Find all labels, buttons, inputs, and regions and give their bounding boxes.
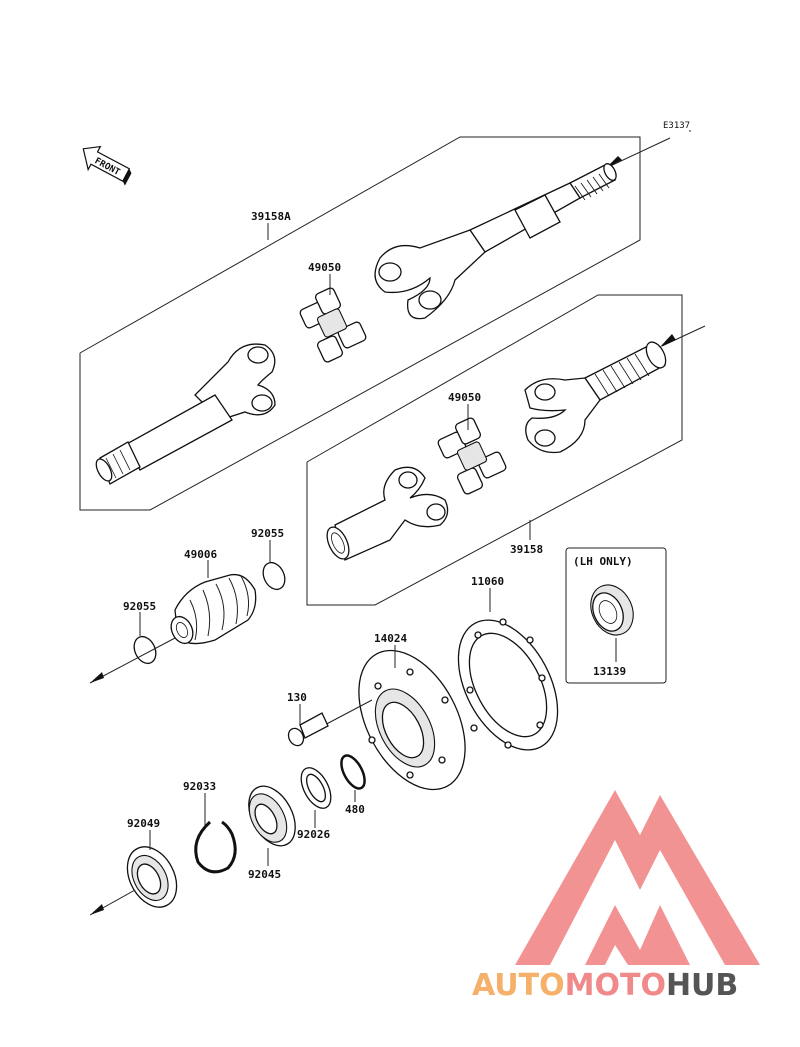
part-label-13139: 13139	[593, 665, 626, 678]
universal-joint-lower	[437, 417, 507, 495]
part-label-49006: 49006	[184, 548, 217, 561]
washer-92026	[300, 767, 332, 809]
watermark-logo-shape	[515, 790, 760, 965]
part-label-92033: 92033	[183, 780, 216, 793]
part-label-39158: 39158	[510, 543, 543, 556]
bearing-92045	[248, 785, 296, 847]
watermark-logo	[515, 790, 760, 965]
watermark-brand-auto: AUTO	[472, 968, 565, 1003]
leader-lines	[139, 223, 531, 866]
o-ring-92055-upper	[262, 561, 286, 591]
part-label-92045: 92045	[248, 868, 281, 881]
watermark-logo-inner	[585, 905, 690, 965]
shaft-lower-yoke	[326, 466, 449, 561]
shaft-upper-yoke	[95, 343, 276, 485]
assembly-box-39158a	[79, 136, 641, 511]
snap-ring-480	[340, 754, 366, 790]
part-label-480: 480	[345, 803, 365, 816]
o-ring-92055-lower	[133, 635, 157, 665]
housing-14024	[358, 649, 466, 791]
assembly-box-39158	[306, 294, 683, 606]
part-label-11060: 11060	[471, 575, 504, 588]
bolt-130	[287, 699, 373, 747]
gasket-11060	[457, 618, 559, 751]
part-label-14024: 14024	[374, 632, 407, 645]
universal-joint-upper	[299, 287, 367, 363]
part-label-92055-lower: 92055	[123, 600, 156, 613]
watermark-brand-hub: HUB	[666, 968, 738, 1003]
part-label-39158a: 39158A	[251, 210, 291, 223]
watermark-brand: AUTOMOTOHUB	[472, 968, 738, 1003]
part-label-49050-lower: 49050	[448, 391, 481, 404]
circlip-92033	[194, 820, 237, 874]
part-label-92026: 92026	[297, 828, 330, 841]
front-arrow-icon: FRONT	[82, 145, 132, 186]
diagram-code: E3137	[663, 121, 690, 131]
lh-only-box: (LH ONLY)	[565, 547, 667, 684]
seal-92049	[126, 846, 178, 908]
lh-only-label: (LH ONLY)	[573, 555, 633, 568]
shaft-lower	[524, 341, 667, 454]
part-label-49050-upper: 49050	[308, 261, 341, 274]
part-label-130: 130	[287, 691, 307, 704]
part-label-92049: 92049	[127, 817, 160, 830]
shaft-upper	[374, 163, 617, 320]
part-label-92055-upper: 92055	[251, 527, 284, 540]
boot-49006	[170, 573, 257, 645]
watermark-brand-moto: MOTO	[565, 968, 666, 1003]
